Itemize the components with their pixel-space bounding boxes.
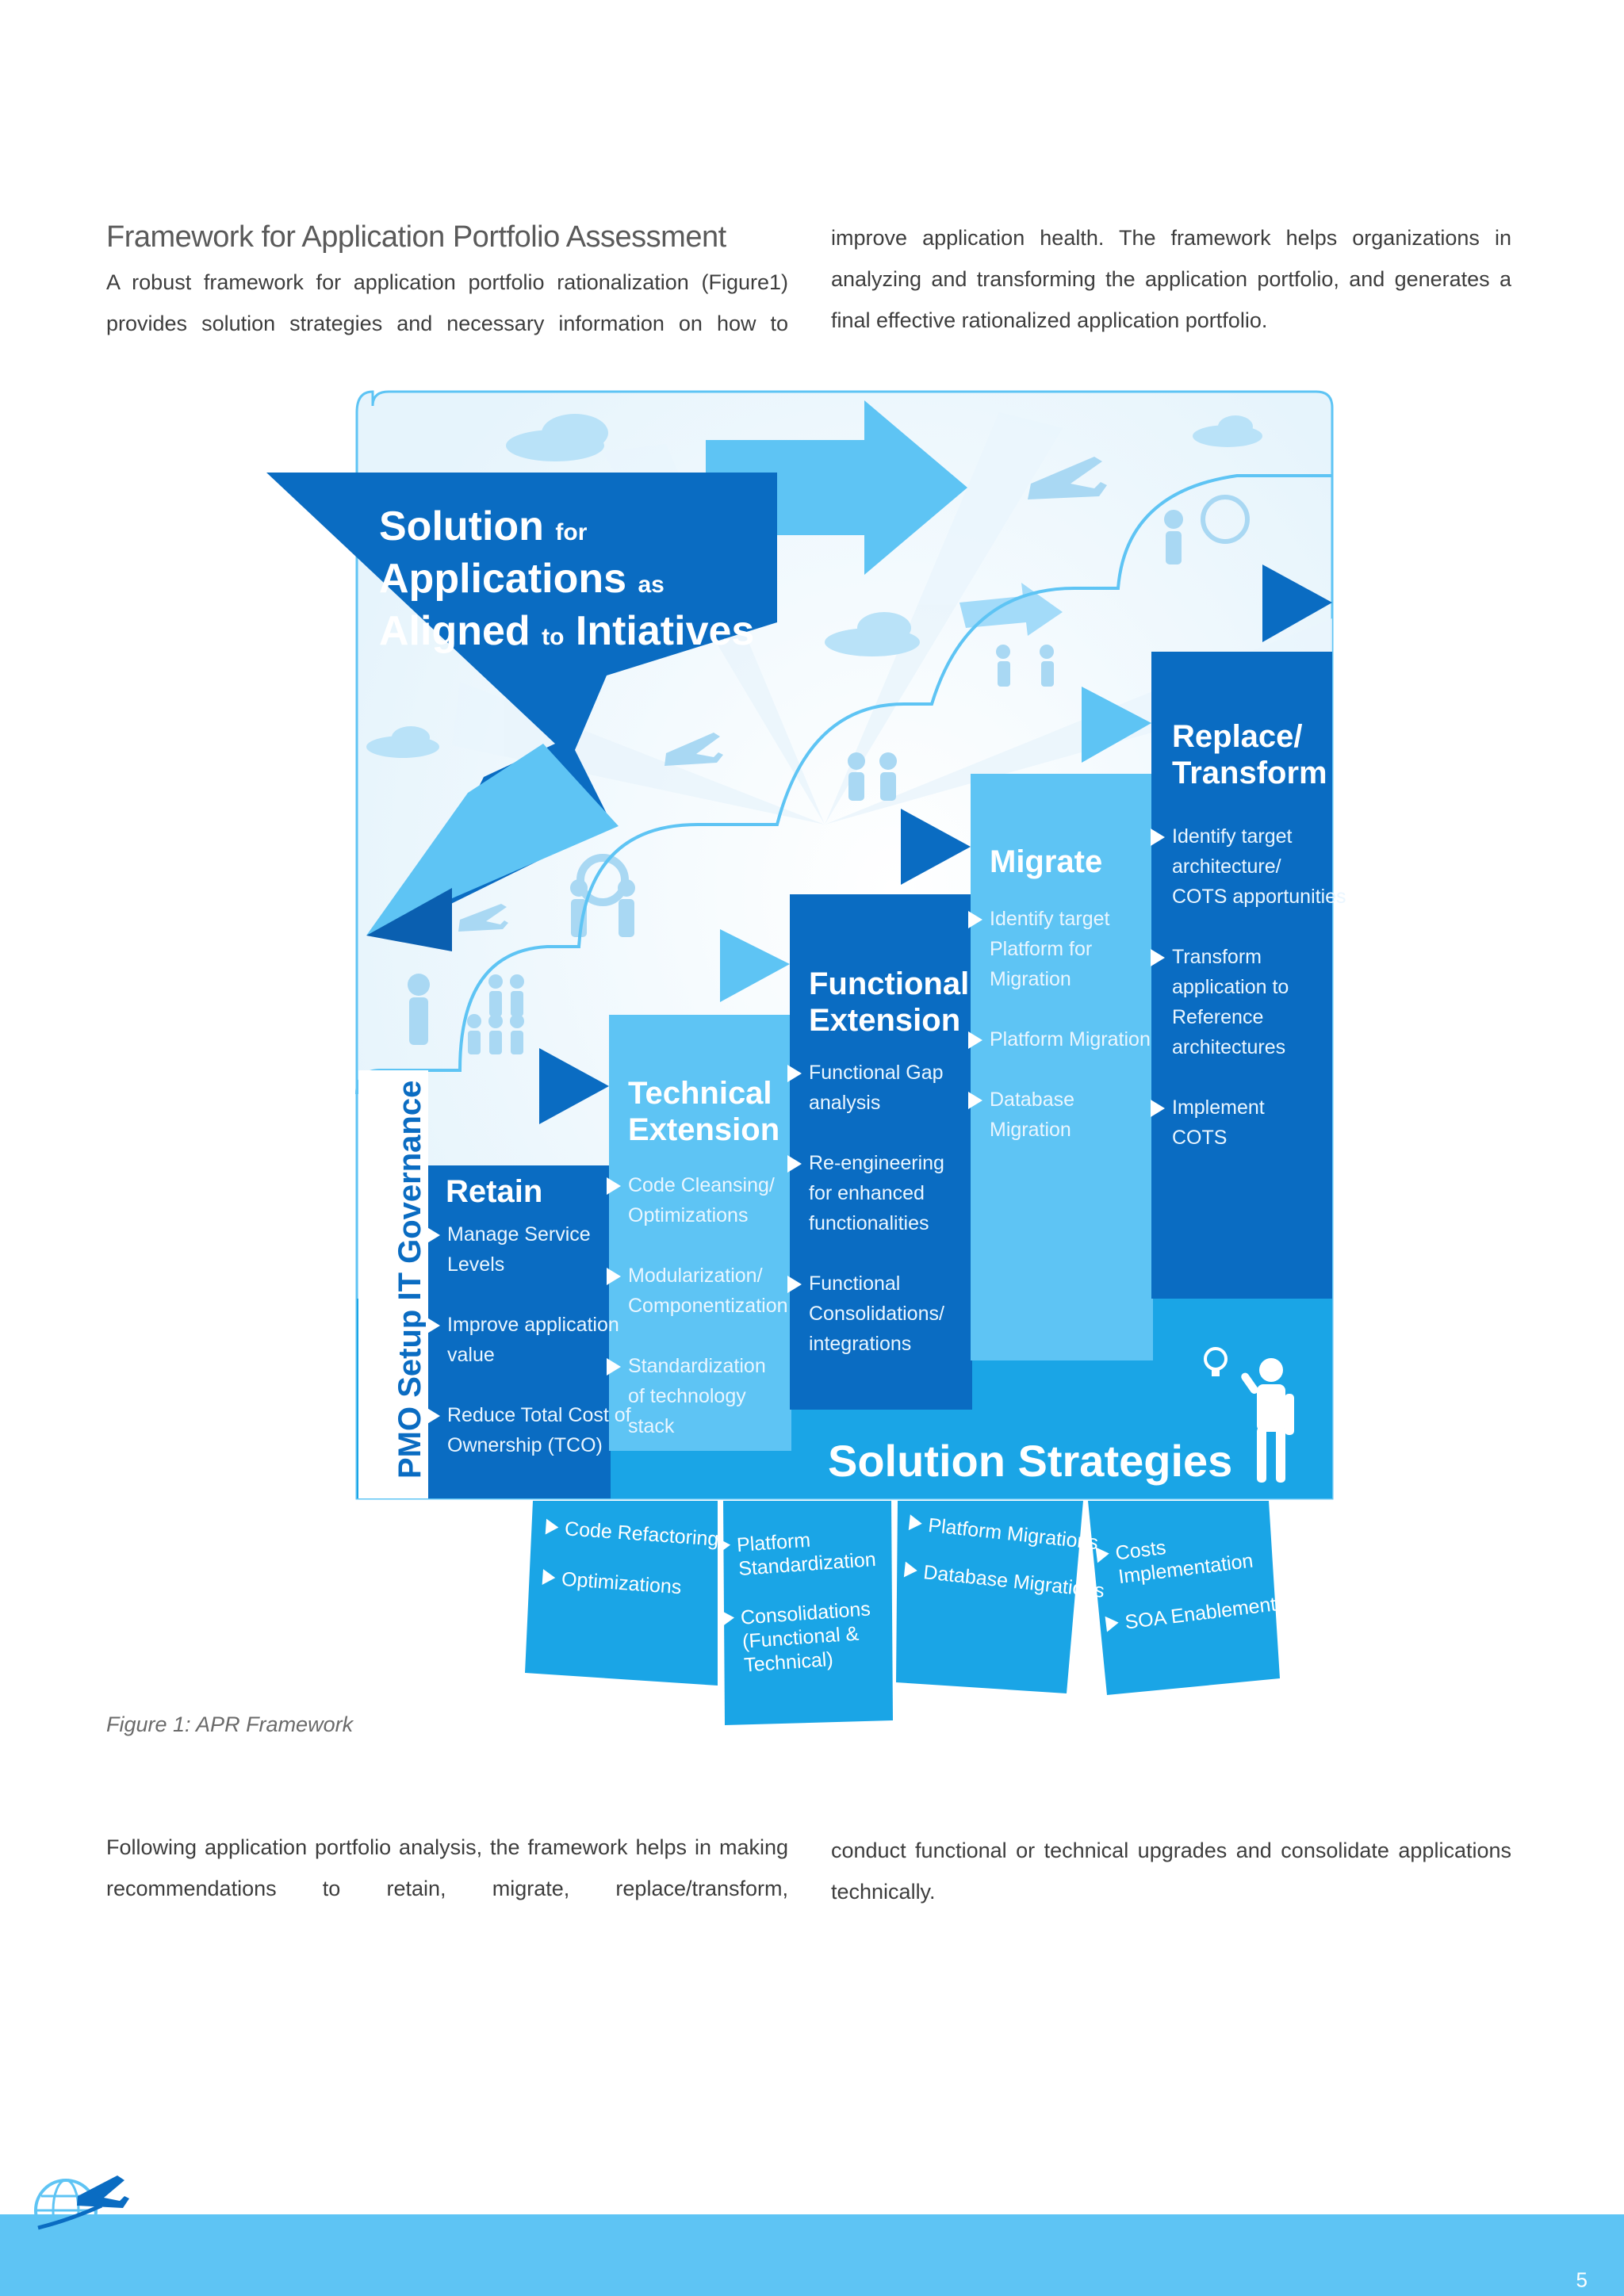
functional-item-2: Re-engineering for enhanced functionalit… bbox=[787, 1148, 944, 1238]
technical-item-2: Modularization/ Componentization bbox=[607, 1261, 788, 1321]
pmo-governance-label: PMO Setup IT Governance bbox=[393, 1080, 427, 1479]
people-icons bbox=[408, 495, 1250, 1054]
figure-caption: Figure 1: APR Framework bbox=[106, 1712, 354, 1736]
cloud-icons bbox=[366, 414, 1262, 758]
footer-bar bbox=[0, 2214, 1624, 2296]
airplane-icons bbox=[458, 457, 1107, 932]
strategy-platform-standardization: Platform Standardization bbox=[736, 1524, 876, 1581]
page-number: 5 bbox=[1576, 2267, 1588, 2292]
column-title-migrate: Migrate bbox=[990, 844, 1103, 879]
replace-item-3: Implement COTS bbox=[1151, 1093, 1265, 1153]
functional-item-1: Functional Gap analysis bbox=[787, 1058, 944, 1118]
retain-item-2: Improve application value bbox=[426, 1310, 619, 1370]
solution-strategies-label: Solution Strategies bbox=[828, 1436, 1233, 1486]
technical-item-1: Code Cleansing/ Optimizations bbox=[607, 1170, 775, 1230]
functional-item-3: Functional Consolidations/ integrations bbox=[787, 1269, 944, 1359]
migrate-item-3: Database Migration bbox=[967, 1085, 1074, 1145]
globe-airplane-logo-icon bbox=[34, 2175, 129, 2242]
replace-item-2: Transform application to Reference archi… bbox=[1150, 942, 1289, 1062]
intro-paragraph-right: improve application health. The framewor… bbox=[831, 226, 1511, 332]
technical-item-3: Standardization of technology stack bbox=[607, 1351, 766, 1441]
body-paragraph-right: conduct functional or technical upgrades… bbox=[831, 1839, 1511, 1904]
retain-item-3: Reduce Total Cost of Ownership (TCO) bbox=[426, 1400, 631, 1460]
intro-paragraph-left: A robust framework for application portf… bbox=[106, 270, 788, 335]
column-title-functional-extension: Functional Extension bbox=[809, 966, 970, 1038]
migrate-item-1: Identify target Platform for Migration bbox=[967, 904, 1109, 994]
person-idea-icon bbox=[1204, 1347, 1294, 1483]
body-paragraph-left: Following application portfolio analysis… bbox=[106, 1835, 788, 1900]
column-title-technical-extension: Technical Extension bbox=[628, 1076, 780, 1147]
column-title-replace-transform: Replace/ Transform bbox=[1172, 719, 1327, 790]
framework-graphic bbox=[266, 390, 1334, 1725]
banner-title: Solution for Applications as Aligned to … bbox=[379, 503, 755, 654]
replace-item-1: Identify target architecture/ COTS appor… bbox=[1151, 821, 1346, 912]
migrate-item-2: Platform Migration bbox=[968, 1024, 1151, 1054]
apr-framework-figure: Solution for Applications as Aligned to … bbox=[222, 381, 1348, 1728]
retain-item-1: Manage Service Levels bbox=[426, 1219, 591, 1280]
strategy-consolidations: Consolidations (Functional & Technical) bbox=[740, 1597, 875, 1677]
column-title-retain: Retain bbox=[446, 1174, 543, 1209]
section-heading: Framework for Application Portfolio Asse… bbox=[106, 220, 726, 254]
